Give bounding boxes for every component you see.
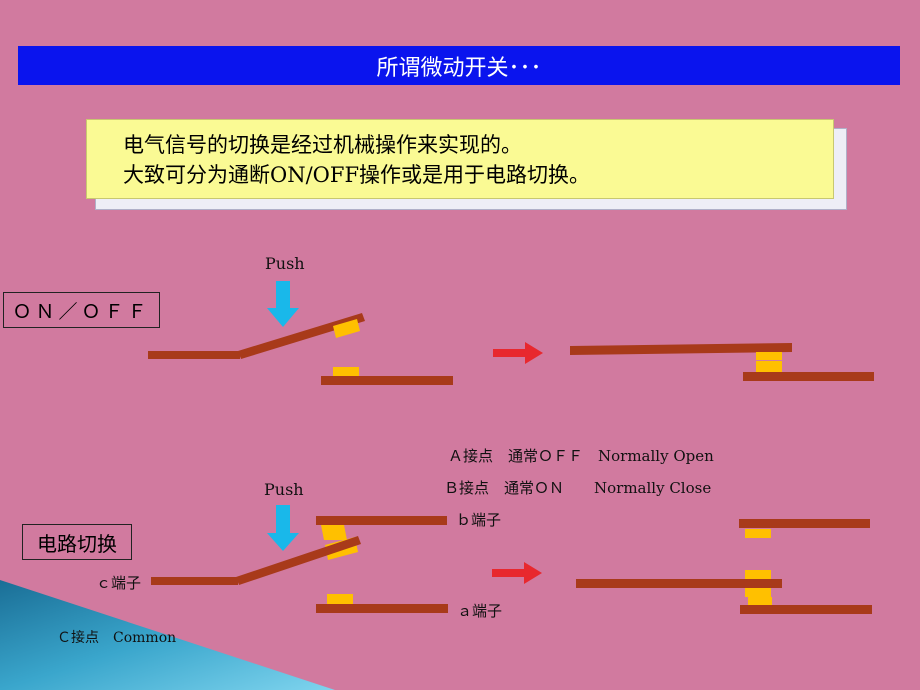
contact-2-b-after (745, 529, 771, 538)
terminal-2-b-after (739, 519, 870, 528)
legend-a-contact: Ａ接点 通常ＯＦＦ Normally Open (448, 447, 714, 465)
terminal-2-a (316, 604, 448, 613)
lever-2-fixed (151, 577, 238, 585)
contact-1-lower (333, 367, 359, 377)
description-line-1: 电气信号的切换是经过机械操作来实现的。 (123, 133, 522, 157)
terminal-1-closed-lower (743, 372, 874, 381)
contact-2-a-after (748, 597, 772, 605)
contact-2-a (327, 594, 353, 604)
contact-1-upper (333, 319, 360, 338)
push-label-2: Push (264, 480, 304, 499)
lever-2-after (576, 579, 782, 588)
push-arrow-2 (267, 505, 299, 551)
terminal-b-label: ｂ端子 (456, 511, 502, 529)
on-off-label-text: ＯＮ／ＯＦＦ (12, 300, 151, 323)
terminal-1-lower (321, 376, 453, 385)
on-off-label: ＯＮ／ＯＦＦ (3, 292, 160, 328)
description-line-2: 大致可分为通断ON/OFF操作或是用于电路切换。 (123, 163, 591, 187)
lever-1-closed (570, 343, 792, 355)
contact-1-closed-lower (756, 361, 782, 372)
terminal-2-a-after (740, 605, 872, 614)
corner-decoration (0, 580, 335, 690)
description-note: 电气信号的切换是经过机械操作来实现的。 大致可分为通断ON/OFF操作或是用于电… (86, 119, 834, 199)
contact-2-upper-after (745, 570, 771, 579)
title-bar: 所谓微动开关･･･ (18, 46, 900, 85)
push-arrow-1 (267, 281, 299, 327)
contact-2-b (321, 525, 347, 540)
terminal-2-b (316, 516, 447, 525)
legend-b-contact: Ｂ接点 通常ＯＮ Normally Close (444, 479, 712, 497)
contact-2-lower-after (745, 588, 771, 597)
lever-2-arm (236, 536, 361, 585)
circuit-switch-label-text: 电路切换 (37, 531, 117, 556)
legend-c-contact: Ｃ接点 Common (57, 630, 177, 646)
terminal-a-label: ａ端子 (457, 602, 503, 620)
contact-1-closed-upper (756, 352, 782, 360)
circuit-switch-label: 电路切换 (22, 524, 132, 560)
result-arrow-1 (493, 342, 543, 364)
lever-1-arm (238, 313, 365, 359)
result-arrow-2 (492, 562, 542, 584)
push-label-1: Push (265, 254, 305, 273)
terminal-c-label: ｃ端子 (96, 574, 142, 592)
lever-1-fixed (148, 351, 240, 359)
page-title: 所谓微动开关･･･ (376, 55, 542, 81)
